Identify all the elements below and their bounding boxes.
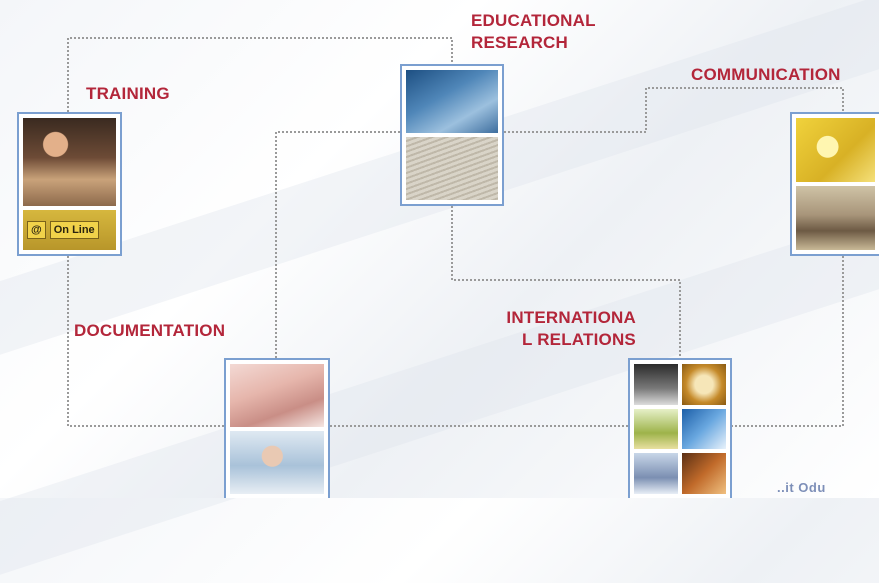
photo-hand-sketch <box>406 137 498 200</box>
label-international-line2: L RELATIONS <box>522 330 636 349</box>
photo-tile <box>682 453 726 494</box>
card-documentation[interactable] <box>224 358 330 498</box>
label-documentation: DOCUMENTATION <box>74 321 226 340</box>
label-international-relations: INTERNATIONA L RELATIONS <box>498 307 636 351</box>
photo-tile <box>682 408 726 450</box>
photo-nurse-reading <box>230 431 324 494</box>
photo-tile <box>634 453 678 494</box>
connector-communication-international <box>732 256 844 427</box>
label-educational-line2: RESEARCH <box>471 33 569 52</box>
photo-blue-abstract <box>406 70 498 133</box>
connector-research-international <box>451 206 681 358</box>
photo-grid <box>634 364 726 494</box>
label-training: TRAINING <box>86 84 170 103</box>
watermark-logo: ..it Odu <box>777 480 826 495</box>
connector-training-research <box>67 37 453 112</box>
card-international-relations[interactable] <box>628 358 732 498</box>
label-educational-line1: EDUCATIONAL <box>471 11 596 30</box>
photo-tile <box>682 364 726 405</box>
key-online: On Line <box>49 221 99 239</box>
connector-research-documentation <box>275 131 400 358</box>
photo-keyboard-online: @ On Line <box>23 210 116 250</box>
photo-tile <box>634 364 678 405</box>
label-international-line1: INTERNATIONA <box>506 308 636 327</box>
label-educational-research: EDUCATIONAL RESEARCH <box>471 10 596 54</box>
card-training[interactable]: @ On Line <box>17 112 122 256</box>
photo-tile <box>634 408 678 450</box>
photo-yellow-phone <box>796 118 875 182</box>
connector-lines <box>67 37 844 427</box>
card-educational-research[interactable] <box>400 64 504 206</box>
photo-business-meeting <box>796 186 875 250</box>
card-communication[interactable] <box>790 112 879 256</box>
photo-papers <box>230 364 324 427</box>
connector-training-documentation <box>67 256 224 427</box>
label-communication: COMMUNICATION <box>691 65 841 84</box>
connector-research-communication <box>504 87 844 133</box>
photo-student-studying <box>23 118 116 206</box>
key-at: @ <box>27 221 46 239</box>
